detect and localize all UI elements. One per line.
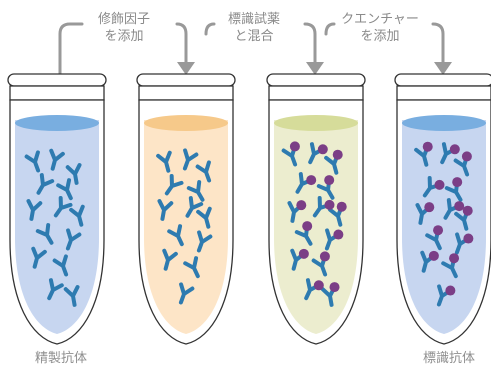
label-dot — [337, 202, 347, 212]
tube-cap-rim — [267, 74, 365, 86]
step-3-line1: クエンチャー — [341, 12, 419, 27]
tube-cap-band — [139, 86, 233, 100]
label-dot — [299, 249, 309, 259]
tube-labeling-mix — [267, 74, 365, 344]
arrow-head-1 — [177, 62, 195, 75]
step-2-arrow-line — [305, 24, 315, 64]
tube-cap-rim — [8, 74, 106, 86]
step-label-3: クエンチャー を添加 — [341, 12, 419, 44]
tube-modifier-added — [137, 74, 235, 344]
step-3-line2: を添加 — [360, 29, 399, 44]
label-dot — [463, 206, 473, 216]
step-2-line1: 標識試薬 — [228, 11, 280, 27]
arrow-head-2 — [306, 62, 324, 75]
tube-labeled-antibody — [395, 74, 491, 344]
label-dot — [324, 175, 334, 185]
tube-cap-band — [397, 86, 491, 100]
step-1-connector — [60, 24, 82, 74]
label-dot — [433, 225, 443, 235]
arrow-head-3 — [434, 62, 452, 75]
tube-cap-band — [269, 86, 363, 100]
label-dot — [450, 144, 460, 154]
step-1-line1: 修飾因子 — [98, 12, 150, 27]
label-dot — [306, 175, 316, 185]
label-dot — [325, 200, 335, 210]
step-1-line2: を添加 — [104, 29, 143, 44]
label-dot — [462, 151, 472, 161]
caption-labeled-antibody: 標識抗体 — [423, 351, 475, 366]
caption-purified-antibody: 精製抗体 — [35, 351, 87, 366]
step-3-connector — [326, 24, 334, 34]
label-dot — [423, 142, 433, 152]
tube-liquid-surface — [144, 115, 228, 131]
label-dot — [445, 286, 455, 296]
label-dot — [320, 251, 330, 261]
step-2-line2: と混合 — [234, 29, 273, 44]
tube-cap-rim — [137, 74, 235, 86]
label-dot — [424, 202, 434, 212]
label-dot — [429, 251, 439, 261]
label-dot — [452, 177, 462, 187]
tube-liquid-surface — [274, 115, 358, 131]
label-dot — [302, 221, 312, 231]
label-dot — [296, 200, 306, 210]
step-label-2: 標識試薬 と混合 — [228, 11, 280, 44]
label-dot — [290, 141, 300, 151]
tube-purified-antibody — [8, 74, 106, 344]
arrow-heads — [177, 62, 452, 75]
label-dot — [314, 280, 324, 290]
step-label-1: 修飾因子 を添加 — [98, 12, 150, 44]
label-dot — [449, 253, 459, 263]
tube-liquid — [15, 120, 99, 334]
tube-cap-rim — [395, 74, 491, 86]
tube-cap-band — [10, 86, 104, 100]
label-dot — [330, 282, 340, 292]
label-dot — [463, 234, 473, 244]
label-dot — [333, 150, 343, 160]
label-dot — [318, 144, 328, 154]
step-1-arrow-line — [177, 24, 186, 64]
tube-liquid-surface — [15, 115, 99, 131]
label-dot — [435, 180, 445, 190]
step-2-connector — [206, 24, 214, 34]
step-3-arrow-line — [433, 24, 443, 64]
label-dot — [333, 230, 343, 240]
label-dot — [454, 201, 464, 211]
tube-liquid-surface — [402, 115, 486, 131]
